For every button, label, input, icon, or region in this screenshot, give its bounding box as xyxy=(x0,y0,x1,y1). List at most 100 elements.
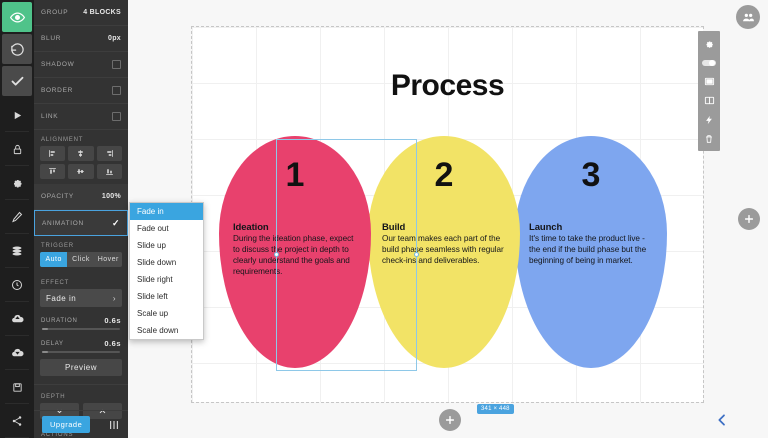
align-right-icon[interactable] xyxy=(96,146,122,161)
properties-panel: GROUP 4 BLOCKS BLUR 0px SHADOW BORDER LI… xyxy=(34,0,128,438)
clock-icon[interactable] xyxy=(0,268,34,302)
visibility-eye-icon[interactable] xyxy=(2,2,32,32)
duration-value: 0.6s xyxy=(104,316,121,325)
group-label: GROUP xyxy=(41,9,69,16)
upgrade-button[interactable]: Upgrade xyxy=(42,416,91,433)
dropdown-option-slide-down[interactable]: Slide down xyxy=(137,258,177,267)
gear-icon[interactable] xyxy=(698,34,720,53)
plus-icon xyxy=(745,215,753,223)
rail-top-tiles xyxy=(0,0,34,98)
blob-number: 2 xyxy=(434,156,454,194)
depth-label: DEPTH xyxy=(41,394,66,400)
delay-value: 0.6s xyxy=(104,339,121,348)
link-checkbox[interactable] xyxy=(112,112,121,121)
toggle-switch-icon[interactable] xyxy=(698,53,720,72)
blur-value: 0px xyxy=(108,35,121,42)
trigger-option-click[interactable]: Click xyxy=(72,256,90,263)
workspace: Process 1 Ideation During the ideation p… xyxy=(128,0,768,438)
process-blob-1[interactable]: 1 Ideation During the ideation phase, ex… xyxy=(219,136,371,368)
shadow-label: SHADOW xyxy=(41,61,75,68)
animation-row[interactable]: ANIMATION ✓ xyxy=(34,210,128,236)
dropdown-option-scale-down[interactable]: Scale down xyxy=(137,326,179,335)
lock-icon[interactable] xyxy=(0,132,34,166)
blur-row[interactable]: BLUR 0px xyxy=(34,26,128,52)
process-blob-2[interactable]: 2 Build Our team makes each part of the … xyxy=(368,136,520,368)
blur-label: BLUR xyxy=(41,35,62,42)
selection-size-badge: 341 × 448 xyxy=(477,404,514,414)
bolt-icon[interactable] xyxy=(698,110,720,129)
animation-label: ANIMATION xyxy=(42,219,84,227)
blob-number: 3 xyxy=(581,156,601,194)
panel-footer: Upgrade xyxy=(34,410,128,438)
users-icon[interactable] xyxy=(736,5,760,29)
brush-icon[interactable] xyxy=(0,200,34,234)
dropdown-option-slide-left[interactable]: Slide left xyxy=(137,292,168,301)
frame-icon[interactable] xyxy=(698,72,720,91)
add-element-button-right[interactable] xyxy=(738,208,760,230)
group-value: 4 BLOCKS xyxy=(83,9,121,16)
delay-row[interactable]: DELAY 0.6s xyxy=(34,336,128,349)
trigger-option-auto[interactable]: Auto xyxy=(40,252,68,267)
chevron-right-icon: › xyxy=(112,293,116,303)
preview-button[interactable]: Preview xyxy=(40,359,122,376)
link-row[interactable]: LINK xyxy=(34,104,128,130)
opacity-value: 100% xyxy=(101,193,121,200)
animation-effect-dropdown[interactable]: Fade in Fade out Slide up Slide down Sli… xyxy=(129,202,204,340)
trigger-option-hover[interactable]: Hover xyxy=(97,256,119,263)
cloud-upload-icon[interactable] xyxy=(0,302,34,336)
alignment-buttons xyxy=(34,146,128,184)
process-blob-3[interactable]: 3 Launch It's time to take the product l… xyxy=(515,136,667,368)
confirm-check-icon[interactable] xyxy=(2,66,32,96)
delete-icon[interactable] xyxy=(698,129,720,148)
save-icon[interactable] xyxy=(0,370,34,404)
duration-slider[interactable] xyxy=(42,328,120,330)
effect-select[interactable]: Fade in › xyxy=(40,289,122,307)
play-icon[interactable] xyxy=(0,98,34,132)
animation-check-icon[interactable]: ✓ xyxy=(111,217,120,228)
align-middle-vertical-icon[interactable] xyxy=(68,164,94,179)
shadow-checkbox[interactable] xyxy=(112,60,121,69)
shadow-row[interactable]: SHADOW xyxy=(34,52,128,78)
effect-value: Fade in xyxy=(46,293,77,303)
layers-icon[interactable] xyxy=(0,234,34,268)
dropdown-option-slide-right[interactable]: Slide right xyxy=(137,275,173,284)
plus-icon xyxy=(446,416,454,424)
border-checkbox[interactable] xyxy=(112,86,121,95)
duration-label: DURATION xyxy=(41,317,78,324)
gear-icon[interactable] xyxy=(0,166,34,200)
border-label: BORDER xyxy=(41,87,74,94)
border-row[interactable]: BORDER xyxy=(34,78,128,104)
canvas-right-toolbar xyxy=(698,31,720,151)
blob-text-block: Ideation During the ideation phase, expe… xyxy=(233,222,355,278)
slide-title[interactable]: Process xyxy=(390,69,505,102)
blob-heading: Ideation xyxy=(233,222,269,233)
opacity-label: OPACITY xyxy=(41,193,74,200)
trigger-label: TRIGGER xyxy=(41,243,74,249)
blob-heading: Build xyxy=(382,222,406,233)
sliders-icon[interactable] xyxy=(108,419,120,431)
slide-canvas[interactable]: Process 1 Ideation During the ideation p… xyxy=(191,26,704,414)
opacity-row[interactable]: OPACITY 100% xyxy=(34,184,128,210)
share-icon[interactable] xyxy=(0,404,34,438)
delay-label: DELAY xyxy=(41,340,64,347)
book-icon[interactable] xyxy=(698,91,720,110)
blob-text-block: Build Our team makes each part of the bu… xyxy=(382,222,504,267)
dropdown-option-slide-up[interactable]: Slide up xyxy=(137,241,166,250)
dropdown-option-fade-in[interactable]: Fade in xyxy=(130,203,203,220)
add-slide-button-bottom[interactable] xyxy=(439,409,461,431)
link-label: LINK xyxy=(41,113,59,120)
align-bottom-icon[interactable] xyxy=(96,164,122,179)
delay-slider[interactable] xyxy=(42,351,120,353)
move-up-icon[interactable] xyxy=(83,403,122,419)
group-row: GROUP 4 BLOCKS xyxy=(34,0,128,26)
chevron-left-icon[interactable] xyxy=(714,412,730,428)
align-center-horizontal-icon[interactable] xyxy=(68,146,94,161)
undo-icon[interactable] xyxy=(2,34,32,64)
align-left-icon[interactable] xyxy=(40,146,66,161)
cloud-download-icon[interactable] xyxy=(0,336,34,370)
dropdown-option-scale-up[interactable]: Scale up xyxy=(137,309,169,318)
duration-row[interactable]: DURATION 0.6s xyxy=(34,313,128,326)
blob-number: 1 xyxy=(285,156,305,194)
align-top-icon[interactable] xyxy=(40,164,66,179)
dropdown-option-fade-out[interactable]: Fade out xyxy=(137,224,169,233)
